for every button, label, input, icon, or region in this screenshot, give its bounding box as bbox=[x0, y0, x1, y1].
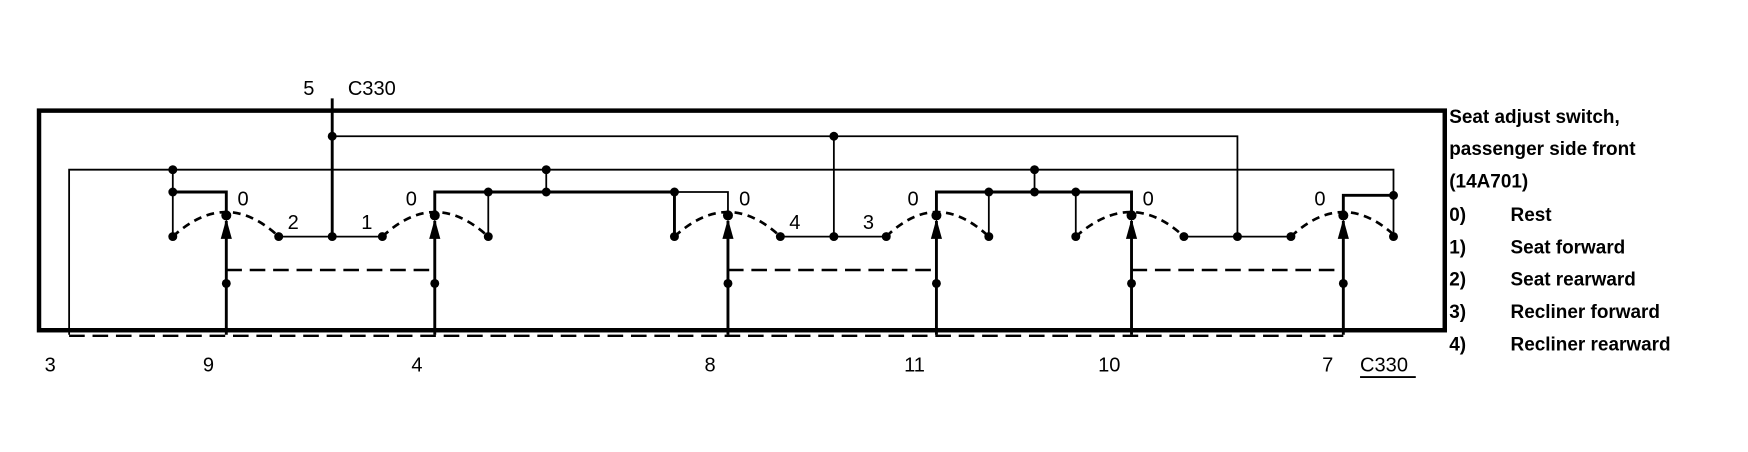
contact-dot bbox=[775, 232, 785, 242]
legend-item-key: 3) bbox=[1449, 302, 1466, 323]
switch-housing-border bbox=[36, 108, 1448, 333]
legend-title-line: Seat adjust switch, bbox=[1449, 107, 1619, 128]
junction-dot bbox=[829, 131, 839, 141]
legend-item-key: 0) bbox=[1449, 205, 1466, 226]
legend-item-label: Rest bbox=[1511, 205, 1553, 226]
contact-dot bbox=[327, 232, 337, 242]
junction-dot bbox=[541, 165, 551, 175]
position-label: 1 bbox=[361, 212, 372, 234]
wire-switch-1-common bbox=[172, 190, 228, 216]
junction-dot bbox=[168, 187, 178, 197]
contact-dot bbox=[483, 232, 493, 242]
position-label: 0 bbox=[1314, 188, 1325, 210]
pivot-arrow-icon bbox=[1337, 218, 1349, 239]
legend-title-line: passenger side front bbox=[1449, 139, 1636, 160]
contact-dot bbox=[1389, 232, 1398, 242]
legend-item-key: 4) bbox=[1449, 334, 1466, 355]
position-label: 0 bbox=[406, 188, 417, 210]
position-label: 0 bbox=[907, 188, 918, 210]
switch-arcs bbox=[171, 210, 1397, 238]
pivot-dot bbox=[722, 210, 733, 221]
contact-dot bbox=[168, 232, 178, 242]
position-label: 3 bbox=[863, 212, 874, 234]
junction-dot bbox=[168, 165, 178, 175]
legend-item-label: Seat rearward bbox=[1511, 270, 1636, 291]
switch-pivots bbox=[220, 218, 1349, 335]
legend-item-key: 2) bbox=[1449, 270, 1466, 291]
junction-dot bbox=[1071, 187, 1081, 197]
wire-terminal-3-bus bbox=[68, 168, 1395, 335]
pivot-dot bbox=[931, 210, 942, 221]
contact-dot bbox=[1232, 232, 1242, 242]
legend-title-line: (14A701) bbox=[1449, 172, 1528, 193]
pivot-dot bbox=[429, 210, 440, 221]
wire-switch-3-common bbox=[674, 191, 729, 216]
legend-item-label: Seat forward bbox=[1511, 237, 1626, 258]
wire-switch-6-common bbox=[1341, 193, 1394, 216]
pivot-arrow-icon bbox=[220, 218, 232, 239]
legend-item-label: Recliner rearward bbox=[1511, 334, 1671, 355]
position-label: 2 bbox=[288, 212, 299, 234]
position-label: 4 bbox=[789, 212, 800, 234]
junction-dot bbox=[1030, 187, 1039, 197]
legend-item-label: Recliner forward bbox=[1511, 302, 1660, 323]
position-label: 0 bbox=[237, 188, 248, 210]
top-connector-label: C330 bbox=[348, 78, 396, 100]
junction-dots bbox=[168, 131, 1398, 288]
junction-dot bbox=[327, 131, 337, 141]
switch-position-labels: 0 2 1 0 0 4 3 0 0 0 bbox=[237, 188, 1325, 233]
bottom-pin-labels: 3 9 4 8 11 10 7 C330 bbox=[45, 354, 1416, 378]
legend-item-key: 1) bbox=[1449, 237, 1466, 258]
position-label: 0 bbox=[1143, 188, 1154, 210]
bottom-pin-label: 11 bbox=[904, 354, 925, 376]
pivot-arrow-icon bbox=[930, 218, 943, 239]
bottom-pin-label: 7 bbox=[1322, 354, 1333, 376]
bottom-pin-label: 3 bbox=[45, 354, 56, 376]
contact-dot bbox=[1286, 232, 1296, 242]
contact-dot bbox=[377, 232, 387, 242]
junction-dot bbox=[483, 187, 493, 197]
contact-dot bbox=[274, 232, 284, 242]
pivot-arrow-icon bbox=[1125, 218, 1138, 239]
link-dot bbox=[430, 278, 440, 288]
wire-top-bus bbox=[332, 135, 1239, 237]
pivot-dot bbox=[1126, 210, 1137, 221]
wire-switch-2-3-common bbox=[433, 190, 676, 237]
bottom-pin-label: 8 bbox=[705, 354, 716, 376]
switch-arc bbox=[1074, 210, 1185, 238]
junction-dot bbox=[984, 187, 994, 197]
link-dot bbox=[931, 278, 941, 288]
bottom-pin-label: 9 bbox=[203, 354, 214, 376]
contact-dot bbox=[829, 232, 839, 242]
contact-dot bbox=[1071, 232, 1081, 242]
top-pin-label: 5 bbox=[303, 78, 314, 100]
link-dot bbox=[221, 278, 231, 288]
junction-dot bbox=[541, 187, 551, 197]
junction-dot bbox=[1030, 165, 1039, 175]
pivot-dot bbox=[221, 210, 232, 221]
contact-dot bbox=[881, 232, 891, 242]
legend: Seat adjust switch, passenger side front… bbox=[1449, 107, 1670, 355]
contact-dot bbox=[669, 232, 679, 242]
junction-dot bbox=[1389, 190, 1398, 200]
position-label: 0 bbox=[739, 188, 750, 210]
pivot-arrow-icon bbox=[429, 218, 441, 239]
contact-dot bbox=[984, 232, 994, 242]
link-dot bbox=[1127, 278, 1136, 288]
bottom-connector-label: C330 bbox=[1360, 354, 1408, 376]
bottom-pin-label: 10 bbox=[1098, 354, 1120, 376]
bottom-pin-label: 4 bbox=[411, 354, 422, 376]
pivot-arrow-icon bbox=[722, 218, 734, 239]
contact-dot bbox=[1179, 232, 1189, 242]
link-dot bbox=[1338, 278, 1348, 288]
link-dot bbox=[723, 278, 733, 288]
pivot-dot bbox=[1338, 210, 1349, 221]
junction-dot bbox=[669, 187, 679, 197]
